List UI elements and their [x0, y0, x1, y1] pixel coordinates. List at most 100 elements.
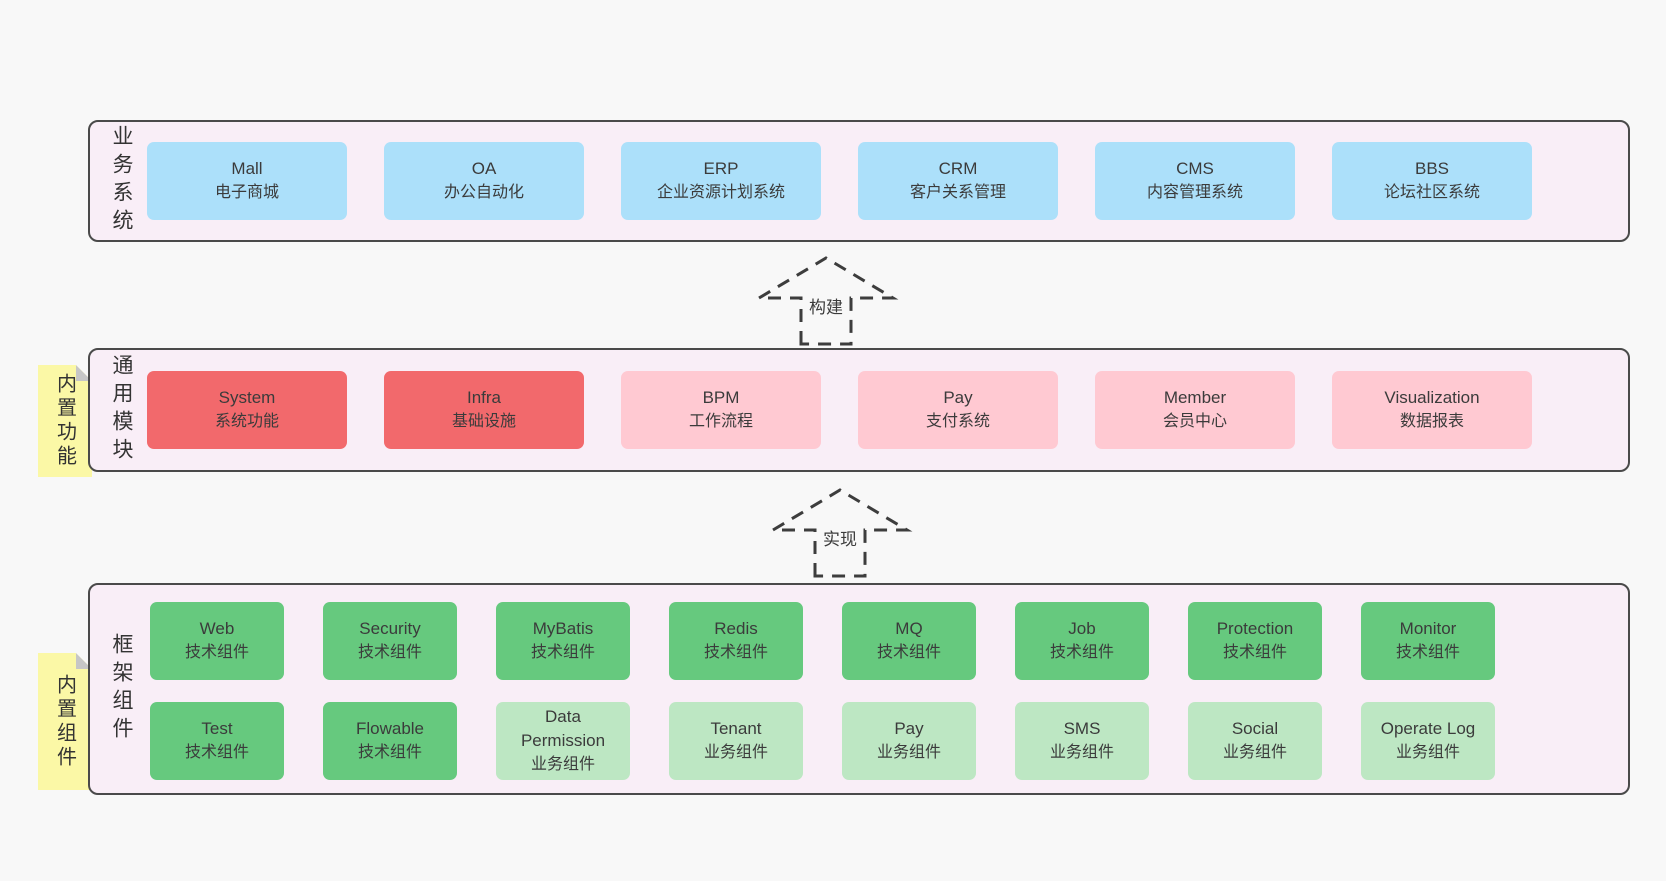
layer-label-business-systems: 业务系统: [110, 125, 133, 237]
business-box-bbs: BBS 论坛社区系统: [1332, 142, 1532, 220]
framework-components-row-1: Web 技术组件 Security 技术组件 MyBatis 技术组件 Redi…: [150, 602, 1495, 680]
layer-label-common-modules: 通用模块: [110, 354, 133, 466]
box-title: System: [218, 388, 276, 407]
business-box-erp: ERP 企业资源计划系统: [621, 142, 821, 220]
business-box-oa: OA 办公自动化: [384, 142, 584, 220]
box-title: Member: [1163, 388, 1227, 407]
module-box-member: Member 会员中心: [1095, 371, 1295, 449]
component-box-test: Test 技术组件: [150, 702, 284, 780]
component-box-operate-log: Operate Log 业务组件: [1361, 702, 1495, 780]
box-title: CRM: [938, 159, 978, 178]
box-title: Job: [1068, 619, 1096, 638]
component-box-mq: MQ 技术组件: [842, 602, 976, 680]
box-subtitle: 数据报表: [1399, 413, 1464, 430]
box-title: MQ: [895, 619, 923, 638]
box-title: Pay: [894, 719, 924, 738]
business-box-cms: CMS 内容管理系统: [1095, 142, 1295, 220]
module-box-pay: Pay 支付系统: [858, 371, 1058, 449]
box-subtitle: 支付系统: [925, 413, 990, 430]
component-box-security: Security 技术组件: [323, 602, 457, 680]
box-subtitle: 技术组件: [703, 644, 768, 661]
box-subtitle: 工作流程: [688, 413, 753, 430]
component-box-pay: Pay 业务组件: [842, 702, 976, 780]
business-box-crm: CRM 客户关系管理: [858, 142, 1058, 220]
box-subtitle: 技术组件: [876, 644, 941, 661]
box-title: Data Permission: [520, 707, 606, 750]
layer-framework-components: 框架组件 Web 技术组件 Security 技术组件 MyBatis 技术组件…: [88, 583, 1630, 795]
box-subtitle: 客户关系管理: [909, 184, 1006, 201]
box-subtitle: 技术组件: [357, 744, 422, 761]
module-box-system: System 系统功能: [147, 371, 347, 449]
box-title: Protection: [1216, 619, 1294, 638]
box-subtitle: 技术组件: [184, 644, 249, 661]
component-box-job: Job 技术组件: [1015, 602, 1149, 680]
business-systems-row: Mall 电子商城 OA 办公自动化 ERP 企业资源计划系统 CRM 客户关系…: [147, 142, 1532, 220]
business-box-mall: Mall 电子商城: [147, 142, 347, 220]
box-title: Test: [201, 719, 233, 738]
box-subtitle: 基础设施: [451, 413, 516, 430]
component-box-monitor: Monitor 技术组件: [1361, 602, 1495, 680]
box-subtitle: 技术组件: [1222, 644, 1287, 661]
box-subtitle: 企业资源计划系统: [656, 184, 785, 201]
component-box-tenant: Tenant 业务组件: [669, 702, 803, 780]
box-subtitle: 技术组件: [530, 644, 595, 661]
module-box-bpm: BPM 工作流程: [621, 371, 821, 449]
box-title: Pay: [943, 388, 973, 407]
common-modules-row: System 系统功能 Infra 基础设施 BPM 工作流程 Pay 支付系统…: [147, 371, 1532, 449]
box-subtitle: 办公自动化: [443, 184, 524, 201]
sticky-note-text: 内置组件: [53, 673, 76, 770]
box-subtitle: 业务组件: [703, 744, 768, 761]
box-title: Redis: [714, 619, 758, 638]
box-title: OA: [471, 159, 497, 178]
component-box-mybatis: MyBatis 技术组件: [496, 602, 630, 680]
box-title: BBS: [1414, 159, 1450, 178]
component-box-data-permission: Data Permission 业务组件: [496, 702, 630, 780]
component-box-sms: SMS 业务组件: [1015, 702, 1149, 780]
box-subtitle: 技术组件: [357, 644, 422, 661]
layer-common-modules: 通用模块 System 系统功能 Infra 基础设施 BPM 工作流程 Pay…: [88, 348, 1630, 472]
box-subtitle: 业务组件: [1395, 744, 1460, 761]
component-box-social: Social 业务组件: [1188, 702, 1322, 780]
component-box-redis: Redis 技术组件: [669, 602, 803, 680]
box-subtitle: 系统功能: [214, 413, 279, 430]
box-title: ERP: [703, 159, 739, 178]
module-box-infra: Infra 基础设施: [384, 371, 584, 449]
box-subtitle: 业务组件: [530, 756, 595, 773]
box-title: Web: [199, 619, 235, 638]
box-title: MyBatis: [532, 619, 594, 638]
component-box-web: Web 技术组件: [150, 602, 284, 680]
arrow-label-build: 构建: [805, 292, 847, 319]
arrow-implement: 实现: [765, 486, 915, 578]
component-box-flowable: Flowable 技术组件: [323, 702, 457, 780]
box-subtitle: 技术组件: [184, 744, 249, 761]
box-title: CMS: [1176, 159, 1214, 178]
box-title: SMS: [1063, 719, 1101, 738]
box-title: Operate Log: [1380, 719, 1476, 738]
box-title: Visualization: [1384, 388, 1480, 407]
box-title: BPM: [702, 388, 740, 407]
box-subtitle: 内容管理系统: [1146, 184, 1243, 201]
arrow-build: 构建: [751, 254, 901, 346]
layer-business-systems: 业务系统 Mall 电子商城 OA 办公自动化 ERP 企业资源计划系统 CRM…: [88, 120, 1630, 242]
box-title: Social: [1231, 719, 1279, 738]
box-title: Tenant: [710, 719, 762, 738]
box-subtitle: 技术组件: [1395, 644, 1460, 661]
dashed-up-arrow-icon: [767, 488, 913, 578]
box-subtitle: 业务组件: [1049, 744, 1114, 761]
arrow-label-implement: 实现: [819, 524, 861, 551]
box-title: Security: [359, 619, 421, 638]
sticky-note-built-in-components: 内置组件: [38, 653, 92, 790]
box-subtitle: 会员中心: [1162, 413, 1227, 430]
layer-label-framework-components: 框架组件: [110, 633, 133, 745]
box-subtitle: 业务组件: [876, 744, 941, 761]
box-title: Monitor: [1399, 619, 1457, 638]
box-subtitle: 电子商城: [214, 184, 279, 201]
framework-components-row-2: Test 技术组件 Flowable 技术组件 Data Permission …: [150, 702, 1495, 780]
sticky-note-built-in-functions: 内置功能: [38, 365, 92, 477]
box-subtitle: 技术组件: [1049, 644, 1114, 661]
box-title: Flowable: [355, 719, 425, 738]
box-title: Infra: [466, 388, 502, 407]
component-box-protection: Protection 技术组件: [1188, 602, 1322, 680]
dashed-up-arrow-icon: [753, 256, 899, 346]
module-box-visualization: Visualization 数据报表: [1332, 371, 1532, 449]
